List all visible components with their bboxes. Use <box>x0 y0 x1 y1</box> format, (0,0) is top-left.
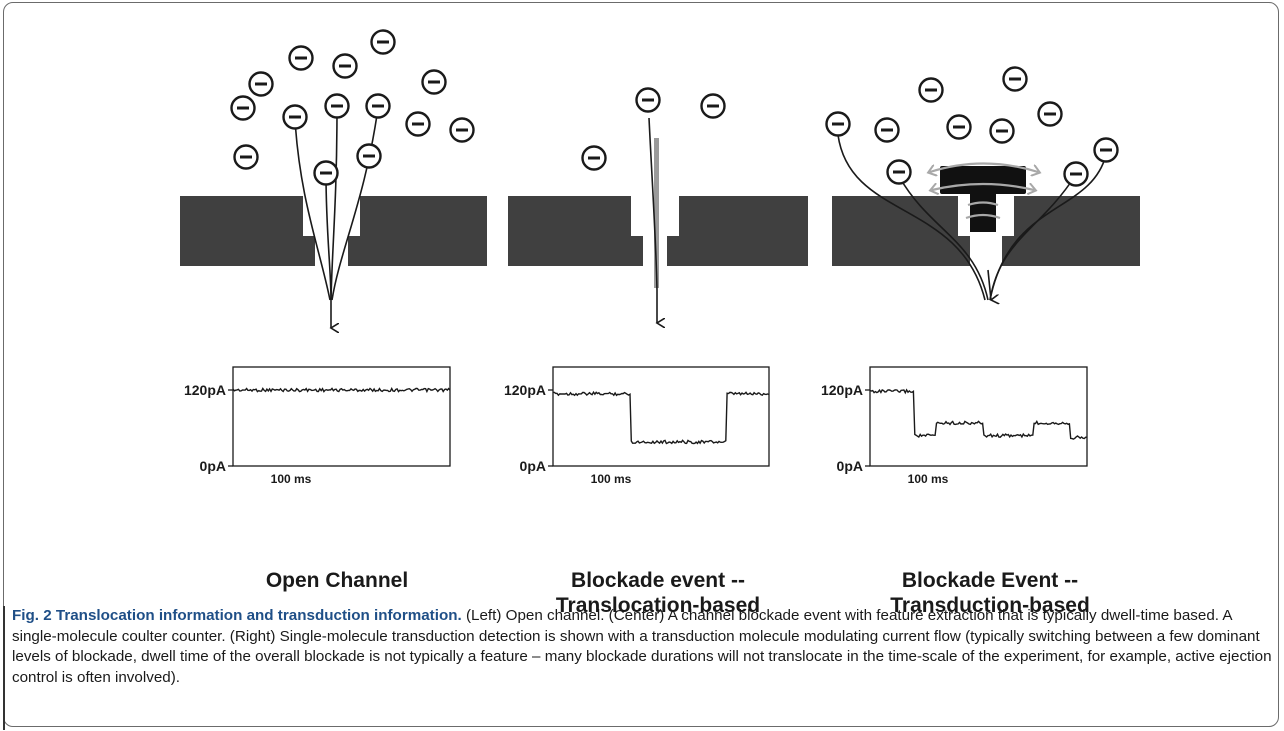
modulation-arc-1 <box>967 201 999 207</box>
transduction-molecule-head <box>940 166 1026 194</box>
modulation-arrow-middle <box>932 184 1034 190</box>
y-tick-label-top: 120pA <box>504 382 546 398</box>
negative-ion-icon <box>635 87 661 113</box>
negative-ion-icon <box>233 144 259 170</box>
y-tick-label-bottom: 0pA <box>520 458 546 474</box>
left-ion-path-1 <box>294 119 331 301</box>
center-ion-path <box>648 117 658 323</box>
panel-title-left: Open Channel <box>177 568 497 593</box>
center-membrane-slab-right <box>679 196 808 266</box>
right-ion-path-1 <box>837 134 986 301</box>
left-membrane <box>180 196 487 266</box>
modulation-arc-2 <box>965 213 1001 220</box>
trace-frame <box>552 366 770 467</box>
center-pore-lip-right <box>667 236 679 266</box>
right-ion-paths <box>837 134 1107 301</box>
panel-title-center-line-2: Translocation-based <box>555 594 761 617</box>
negative-ion-icon <box>1093 137 1119 163</box>
negative-ion-icon <box>405 111 431 137</box>
modulation-arrow-top <box>930 162 1038 173</box>
left-ion-path-4 <box>325 174 332 301</box>
left-membrane-slab-right <box>360 196 487 266</box>
y-tick-label-bottom: 0pA <box>200 458 226 474</box>
trace-frame <box>232 366 451 467</box>
negative-ion-icon <box>230 95 256 121</box>
panel-title-left-line-1: Open Channel <box>265 569 409 592</box>
negative-ion-icon <box>946 114 972 140</box>
right-membrane-slab-left <box>832 196 958 266</box>
negative-ion-icon <box>700 93 726 119</box>
trace-frame <box>869 366 1088 467</box>
panel-title-right-line-1: Blockade Event -- <box>901 569 1079 592</box>
panel-title-center-line-1: Blockade event -- <box>571 569 745 592</box>
left-membrane-slab-left <box>180 196 303 266</box>
trace-panel-right: 120pA 0pA 100 ms <box>821 366 1088 486</box>
negative-ion-icon <box>989 118 1015 144</box>
x-axis-label: 100 ms <box>591 472 632 486</box>
negative-ion-icon <box>1037 101 1063 127</box>
current-traces: 120pA 0pA 100 ms 120pA 0pA 100 ms 120pA 0pA 100 … <box>184 366 1088 486</box>
left-ion-path-2 <box>330 107 338 301</box>
negative-ion-icon <box>1063 161 1089 187</box>
x-axis-label: 100 ms <box>271 472 312 486</box>
left-pore-lip-right <box>348 236 360 266</box>
current-trace-line <box>552 390 770 445</box>
center-ion-path-1 <box>648 117 658 291</box>
negative-ion-icon <box>248 71 274 97</box>
negative-ion-icon <box>825 111 851 137</box>
negative-ion-icon <box>365 93 391 119</box>
negative-ion-icon <box>1002 66 1028 92</box>
transduction-molecule-stem <box>970 190 996 232</box>
negative-ion-icon <box>332 53 358 79</box>
figure-illustration: 120pA 0pA 100 ms 120pA 0pA 100 ms 120pA 0pA 100 … <box>180 29 1140 486</box>
panel-title-center: Blockade event -- Translocation-based <box>498 568 818 618</box>
modulation-arrows <box>930 162 1038 220</box>
negative-ion-icon <box>282 104 308 130</box>
negative-ion-icon <box>874 117 900 143</box>
right-ion-path-3 <box>899 177 989 301</box>
current-trace-line <box>232 386 451 394</box>
panel-title-right: Blockade Event -- Transduction-based <box>830 568 1150 618</box>
negative-ions <box>230 29 1119 187</box>
negative-ion-icon <box>449 117 475 143</box>
negative-ion-icon <box>581 145 607 171</box>
figure-frame <box>3 2 1279 727</box>
right-membrane <box>832 196 1140 266</box>
negative-ion-icon <box>918 77 944 103</box>
caption-lead: Fig. 2 Translocation information and tra… <box>12 607 462 624</box>
x-axis-label: 100 ms <box>908 472 949 486</box>
trace-panel-left: 120pA 0pA 100 ms <box>184 366 451 486</box>
center-membrane-slab-left <box>508 196 631 266</box>
right-ion-path-4 <box>989 175 1076 301</box>
panel-title-right-line-2: Transduction-based <box>890 594 1090 617</box>
right-membrane-slab-right <box>1014 196 1140 266</box>
negative-ion-icon <box>356 143 382 169</box>
y-tick-label-top: 120pA <box>184 382 226 398</box>
trace-panel-center: 120pA 0pA 100 ms <box>504 366 770 486</box>
left-ion-path-3 <box>331 107 379 301</box>
right-current-arrow <box>987 269 991 300</box>
center-pore-lip-left <box>631 236 643 266</box>
negative-ion-icon <box>370 29 396 55</box>
negative-ion-icon <box>421 69 447 95</box>
negative-ion-icon <box>886 159 912 185</box>
caption-accent-bar <box>3 606 5 730</box>
negative-ion-icon <box>288 45 314 71</box>
left-pore-lip-left <box>303 236 315 266</box>
caption-body: (Left) Open channel. (Center) A channel … <box>12 607 1272 686</box>
center-membrane <box>508 196 808 266</box>
negative-ion-icon <box>324 93 350 119</box>
center-translocating-strand <box>654 138 659 288</box>
negative-ion-icon <box>313 160 339 186</box>
left-ion-paths <box>294 107 379 328</box>
figure-caption: Fig. 2 Translocation information and tra… <box>12 606 1274 688</box>
y-tick-label-bottom: 0pA <box>837 458 863 474</box>
y-tick-label-top: 120pA <box>821 382 863 398</box>
current-trace-line <box>869 388 1088 440</box>
